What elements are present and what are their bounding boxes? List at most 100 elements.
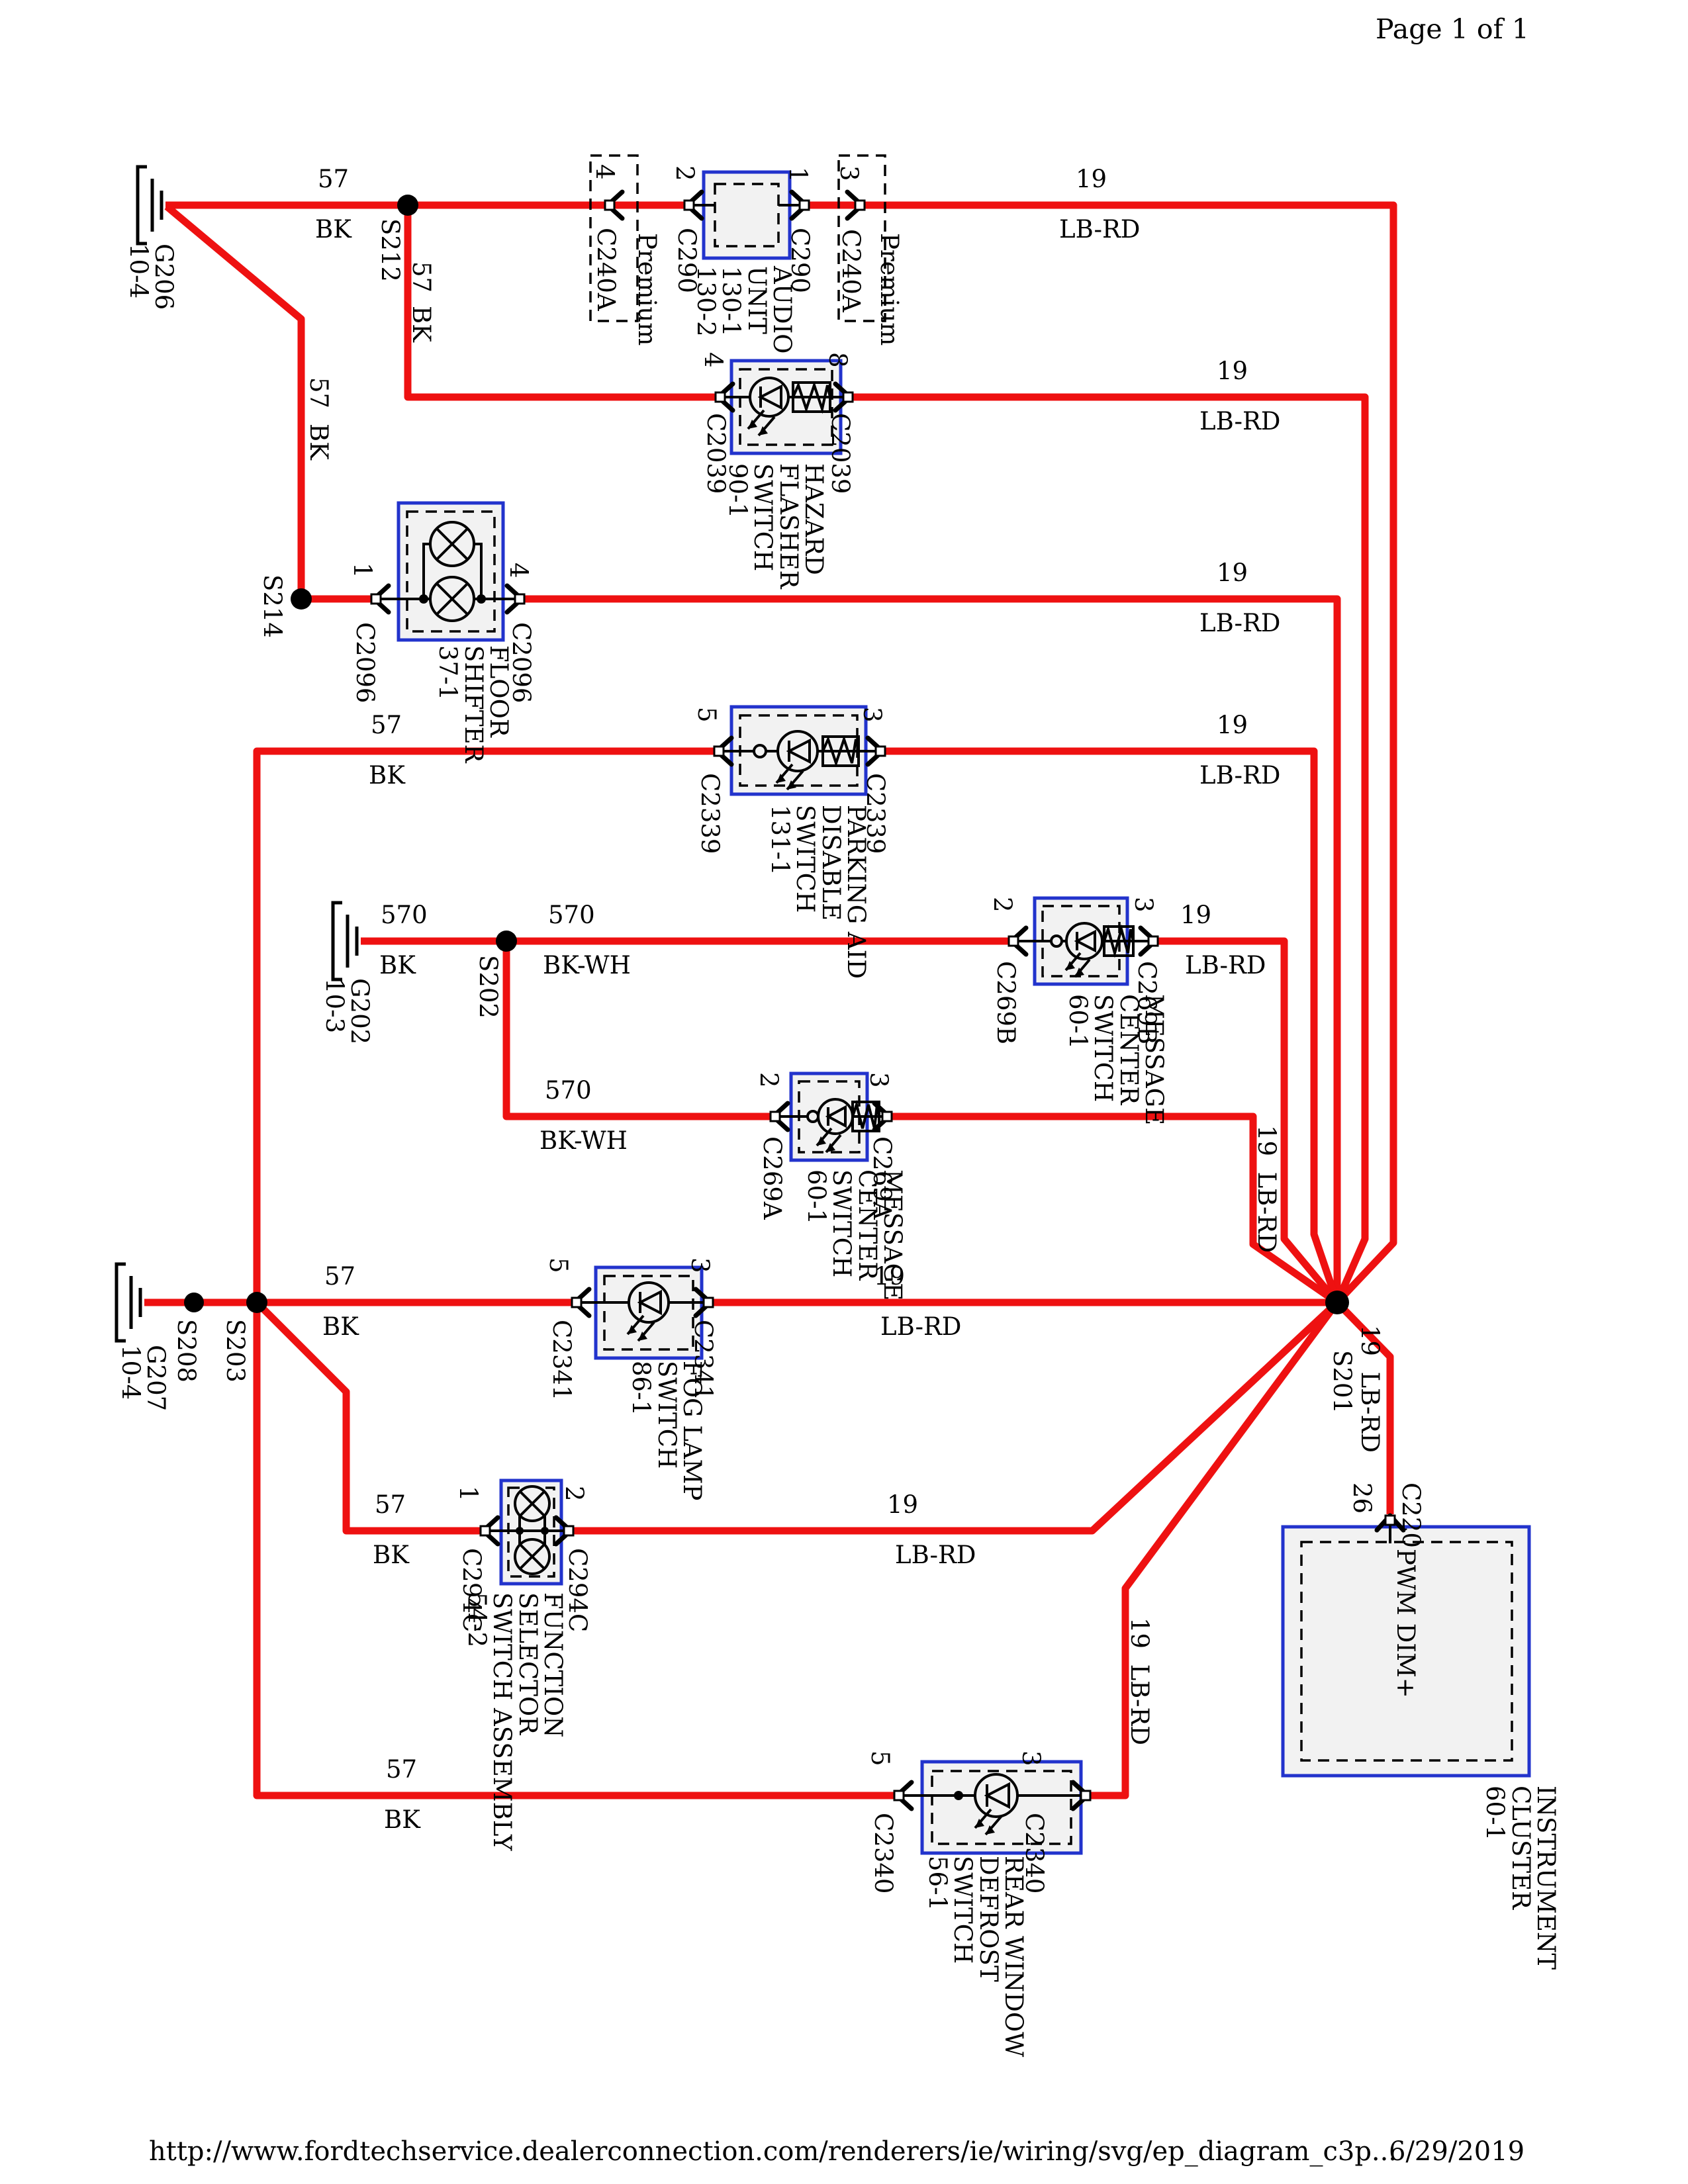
ground-g202-label: G202 10-3 [320,978,374,1045]
pin-c290-1: 1 [784,167,812,183]
hazard-name: HAZARD FLASHER SWITCH 90-1 [723,463,828,589]
wire-19lbrd-funcsel-to-s201 [571,1299,1340,1535]
splice-s203 [246,1292,267,1313]
pin-c2039-8: 8 [823,352,852,368]
pin-c2339-3: 3 [858,707,886,723]
defrost-led-icon [954,1773,1019,1836]
splice-s208 [184,1293,204,1312]
wire7-number: 57 [324,1262,356,1291]
wire9-color: BK [384,1805,420,1834]
pin-c2340-3: 3 [1017,1751,1045,1766]
pwm-dim-label: PWM DIM+ [1391,1549,1420,1698]
wire2-number: 57 [407,261,436,293]
wire-19lbrd-s201-to-cluster [1335,1300,1394,1514]
splice-s212 [397,195,418,216]
pin-c2340-5: 5 [866,1751,894,1766]
wire1b-number: 19 [1076,165,1107,193]
fog-lamp-name: FOG LAMP SWITCH 86-1 [627,1361,706,1501]
wire5-color: BK [379,951,416,979]
splice-dots [184,195,1349,1314]
premium-left: Premium [633,233,661,346]
wire2b-number: 19 [1217,357,1248,385]
splice-s201 [1325,1291,1349,1314]
wire8b-number: 19 [887,1490,919,1519]
parking-aid-name: PARKING AID DISABLE SWITCH 131-1 [765,805,870,979]
wire9b-label: 19 LB-RD [1125,1617,1154,1746]
instrument-cluster-box [1281,1525,1531,1778]
wire6-color: BK-WH [539,1126,628,1155]
ground-g206-label: G206 10-4 [124,244,178,310]
splice-s208-label: S208 [172,1319,201,1383]
footer-date: 6/29/2019 [1389,2136,1525,2167]
wire9-number: 57 [386,1755,418,1784]
pin-c2096-4: 4 [504,563,533,578]
wire-19lbrd-msgb-to-s201 [1155,937,1340,1305]
wire1b-color: LB-RD [1059,215,1141,244]
hazard-led-resistor-icon [747,377,831,437]
conn-c240a-left: C240A [592,228,620,311]
cluster-name: INSTRUMENT CLUSTER 60-1 [1481,1786,1560,1970]
splice-s212-label: S212 [376,218,404,282]
splice-s202 [496,931,517,952]
splice-s214 [291,588,312,610]
wire-19lbrd-parkingaid-to-s201 [882,747,1341,1304]
ground-g207-icon [115,1262,142,1343]
wire7b-color: LB-RD [880,1312,962,1341]
wire4-color: BK [369,761,405,790]
pin-c269a-2: 2 [755,1072,783,1088]
pin-c2096-1: 1 [348,563,377,578]
splice-s214-label: S214 [258,574,287,638]
wire6-number: 570 [545,1076,592,1105]
splice-s201-label: S201 [1328,1350,1356,1414]
message-center-a-name: MESSAGE CENTER SWITCH 60-1 [802,1169,907,1301]
wire-harness [144,201,1397,1799]
ground-g207-label: G207 10-4 [116,1345,170,1412]
floor-shifter-name: FLOOR SHIFTER 37-1 [434,645,513,763]
wire3-number: 57 [305,377,333,409]
conn-c2096-left: C2096 [351,622,379,704]
pin-c269a-3: 3 [865,1072,893,1088]
wire4b-number: 19 [1217,711,1248,739]
pin-c2039-4: 4 [699,352,727,368]
wire-19lbrd-audio-to-s201 [805,201,1397,1305]
splice-s203-label: S203 [221,1319,250,1383]
pin-c2341-5: 5 [544,1257,573,1273]
conn-c294c-right: C294C [563,1548,592,1633]
pin-c220-26: 26 [1348,1482,1376,1514]
pin-c269b-2: 2 [988,897,1017,913]
conn-c269b-left: C269B [992,961,1020,1045]
ground-g206-icon [136,165,164,246]
pin-c2341-3: 3 [686,1257,714,1273]
fog-lamp-led-icon [626,1281,670,1342]
pin-c294c-2: 2 [560,1486,588,1502]
wire5m-number: 570 [548,901,595,929]
audio-unit-name: AUDIO UNIT 130-1 130-2 [691,266,796,354]
message-center-b-led-icon [1050,922,1135,978]
wire-57bk-s203-to-funcsel [254,1300,483,1535]
pin-c240a-3: 3 [835,165,863,181]
pin-c290-2: 2 [671,165,699,181]
wire5b-color: LB-RD [1185,951,1266,979]
message-center-a-led-icon [806,1098,880,1154]
conn-c240a-right: C240A [837,229,865,312]
wire-57bk-s212-to-hazard [404,205,718,401]
wire1-number: 57 [318,165,350,193]
footer-url: http://www.fordtechservice.dealerconnect… [149,2136,1397,2167]
conn-c290-right: C290 [786,228,814,293]
pin-c2339-5: 5 [692,707,721,723]
page-number: Page 1 of 1 [1376,13,1529,45]
wire-57bk-s203-to-defrost [253,1302,897,1799]
wire2b-color: LB-RD [1199,407,1281,435]
wire-570bkwh-s202-to-msga [502,941,773,1120]
wire4b-color: LB-RD [1199,761,1281,790]
parking-aid-led-icon [753,730,860,791]
wire5b-number: 19 [1180,901,1212,929]
wire7b-number: 19 [874,1262,906,1291]
pin-c269b-3: 3 [1129,897,1158,913]
wire-19lbrd-hazard-to-s201 [850,393,1369,1304]
wire-19lbrd-msga-to-s201 [889,1113,1340,1306]
function-selector-lamps-icon [514,1485,551,1575]
wire-19lbrd-floorshifter-to-s201 [522,595,1341,1302]
